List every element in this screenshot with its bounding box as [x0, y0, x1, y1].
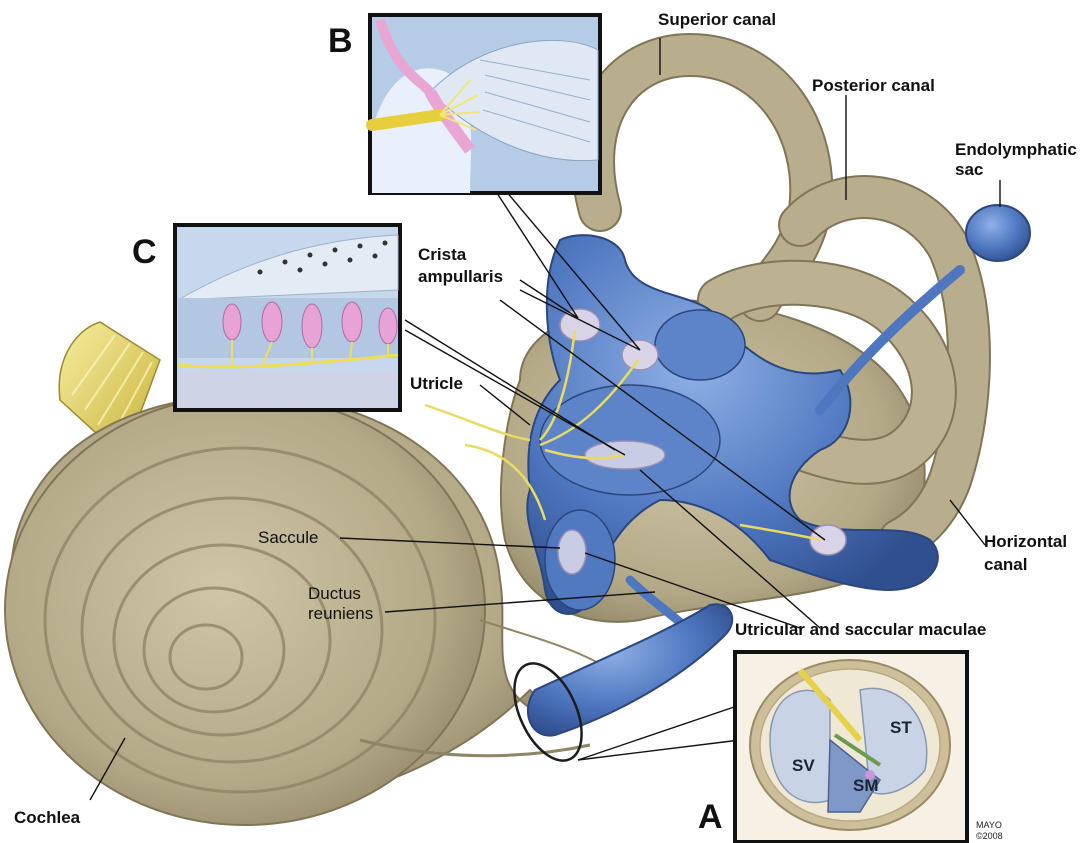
crista-ampullaris-label-line1: Crista — [418, 245, 466, 264]
inset-a — [735, 652, 967, 842]
inset-a-letter: A — [698, 800, 723, 834]
scala-media-label: SM — [853, 776, 879, 795]
horizontal-canal-label-line2: canal — [984, 555, 1027, 574]
credit-line1: MAYO — [976, 820, 1002, 830]
credit-line2: ©2008 — [976, 831, 1003, 841]
endolymphatic-sac-label-line2: sac — [955, 160, 983, 179]
maculae-label: Utricular and saccular maculae — [735, 620, 986, 639]
crista-ampullaris-label-line2: ampullaris — [418, 267, 503, 286]
inset-c — [175, 225, 400, 410]
posterior-canal-label: Posterior canal — [812, 76, 935, 95]
utricle-label: Utricle — [410, 374, 463, 393]
inset-b — [370, 15, 600, 193]
inset-b-letter: B — [328, 24, 353, 58]
cochlea-label: Cochlea — [14, 808, 80, 827]
horizontal-canal-label-line1: Horizontal — [984, 532, 1067, 551]
endolymphatic-sac-label-line1: Endolymphatic — [955, 140, 1077, 159]
ductus-reuniens-label-line2: reuniens — [308, 604, 373, 623]
scala-tympani-label: ST — [890, 718, 912, 737]
saccule-label: Saccule — [258, 528, 318, 547]
inset-c-letter: C — [132, 235, 157, 269]
superior-canal-label: Superior canal — [658, 10, 776, 29]
ductus-reuniens-label-line1: Ductus — [308, 584, 361, 603]
scala-vestibuli-label: SV — [792, 756, 815, 775]
